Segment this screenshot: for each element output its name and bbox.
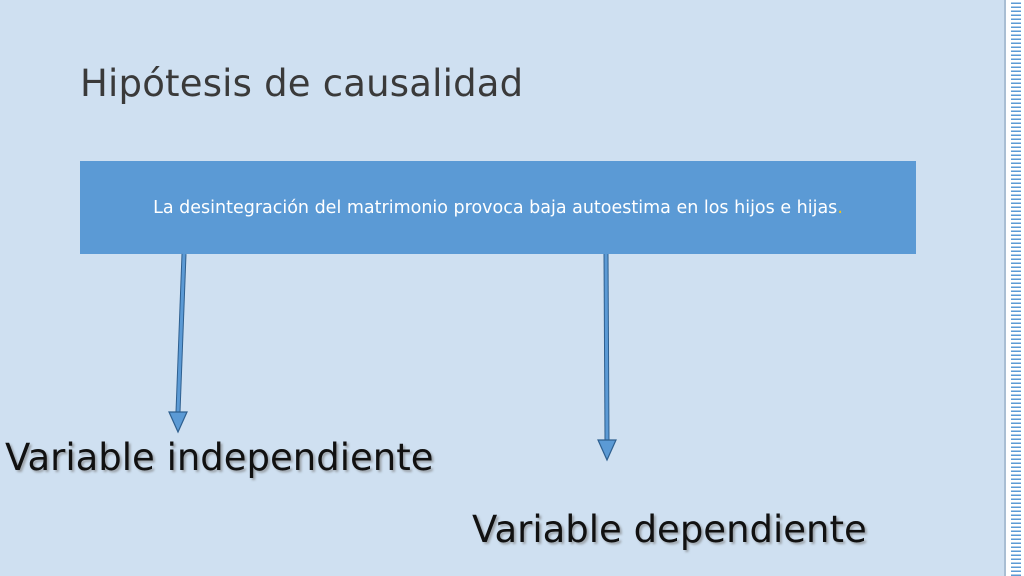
- arrow-to-independent: [168, 253, 188, 434]
- hypothesis-statement: La desintegración del matrimonio provoca…: [153, 197, 838, 218]
- independent-variable-label: Variable independiente: [5, 436, 434, 479]
- strip-pattern: [1011, 0, 1021, 576]
- hypothesis-box: La desintegración del matrimonio provoca…: [80, 161, 916, 254]
- hypothesis-period: .: [837, 197, 843, 218]
- dependent-variable-label: Variable dependiente: [472, 508, 867, 551]
- hypothesis-text: La desintegración del matrimonio provoca…: [153, 198, 843, 218]
- decorative-side-strip: [1004, 0, 1024, 576]
- arrow-to-dependent: [597, 253, 617, 462]
- slide-title: Hipótesis de causalidad: [80, 62, 524, 105]
